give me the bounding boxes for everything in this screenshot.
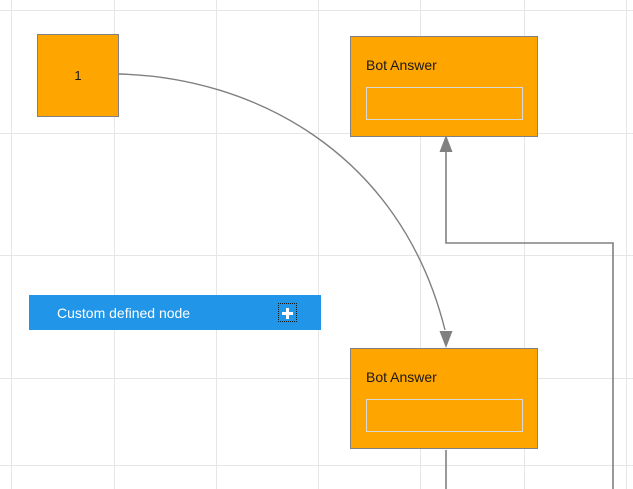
grid-line-horizontal	[0, 465, 633, 466]
bot-answer-node-1[interactable]: Bot Answer	[350, 36, 538, 137]
custom-defined-node-bar[interactable]: Custom defined node	[29, 295, 321, 330]
plus-icon-vertical-bar	[286, 307, 289, 319]
custom-defined-node-label: Custom defined node	[57, 304, 191, 321]
bot-answer-node-2[interactable]: Bot Answer	[350, 348, 538, 449]
grid-line-horizontal	[0, 10, 633, 11]
grid-line-vertical	[318, 0, 319, 489]
grid-line-horizontal	[0, 133, 633, 134]
grid-line-vertical	[626, 0, 627, 489]
grid-line-vertical	[216, 0, 217, 489]
grid-line-horizontal	[0, 378, 633, 379]
start-node[interactable]: 1	[37, 34, 119, 117]
bot-answer-node-2-content-slot[interactable]	[366, 399, 523, 432]
plus-icon[interactable]	[278, 303, 297, 322]
bot-answer-node-1-content-slot[interactable]	[366, 87, 523, 120]
bot-answer-node-1-title: Bot Answer	[366, 57, 437, 73]
grid-line-horizontal	[0, 255, 633, 256]
grid-line-vertical	[11, 0, 12, 489]
arrowhead-down-icon	[439, 331, 453, 348]
arrowhead-up-icon	[439, 135, 453, 152]
bot-answer-node-2-title: Bot Answer	[366, 369, 437, 385]
start-node-label: 1	[74, 68, 82, 83]
